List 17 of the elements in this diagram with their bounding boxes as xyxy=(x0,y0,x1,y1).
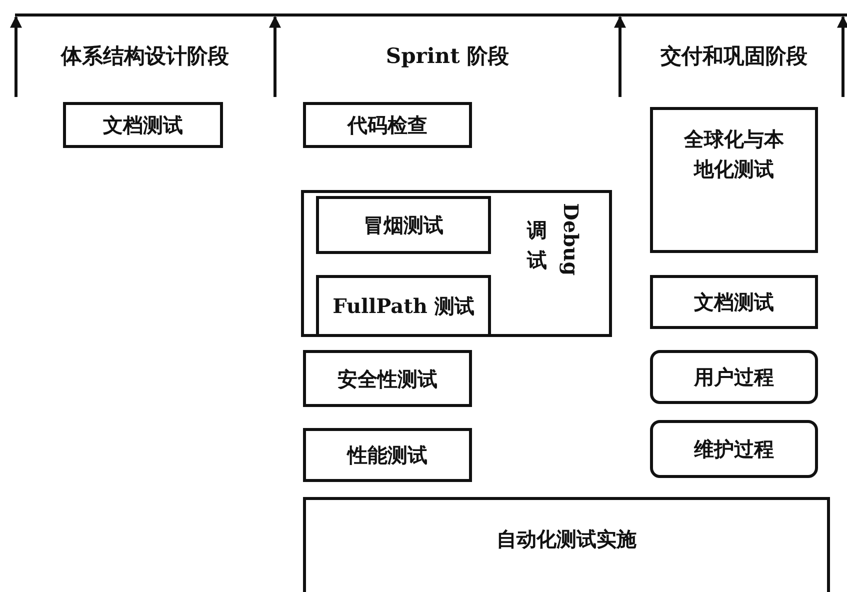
group-subtitle: Debug xyxy=(558,203,584,276)
process-box: 安全性测试 xyxy=(303,350,472,407)
phase-label: 交付和巩固阶段 xyxy=(660,42,808,70)
group-box xyxy=(301,190,612,337)
process-box: 文档测试 xyxy=(650,275,818,329)
group-title: 调试 xyxy=(526,217,548,274)
rounded-box: 用户过程 xyxy=(650,350,818,404)
process-box: 代码检查 xyxy=(303,102,472,148)
process-box: FullPath 测试 xyxy=(316,275,491,337)
process-box: 冒烟测试 xyxy=(316,196,491,254)
phase-label: 体系结构设计阶段 xyxy=(60,42,230,70)
process-box: 文档测试 xyxy=(63,102,223,148)
phase-label: Sprint 阶段 xyxy=(384,42,510,70)
process-box: 性能测试 xyxy=(303,428,472,482)
rounded-box: 维护过程 xyxy=(650,420,818,478)
process-box: 自动化测试实施 xyxy=(303,497,830,592)
process-box: 全球化与本地化测试 xyxy=(650,107,818,253)
